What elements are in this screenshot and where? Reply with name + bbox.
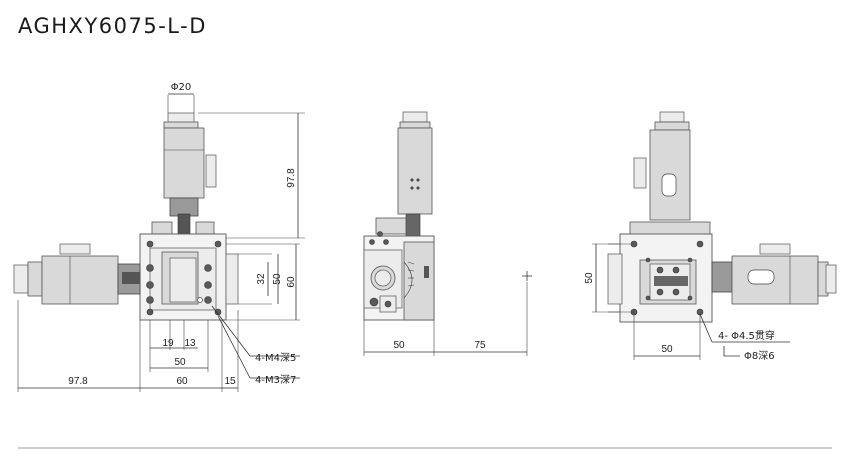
motor-coupler: [169, 197, 199, 217]
top-motor: [163, 127, 205, 199]
right-dim-50h: 50: [661, 344, 673, 355]
top-right-view: 50 50 4- Φ4.5贯穿 Φ8深6: [584, 111, 837, 362]
drawing-title: AGHXY6075-L-D: [18, 14, 207, 38]
side-knob: [13, 264, 29, 294]
callout-counterbore: Φ8深6: [744, 350, 775, 362]
dim-32: 32: [256, 273, 267, 285]
dim-97-8-left: 97.8: [68, 376, 88, 387]
dim-13: 13: [184, 338, 196, 349]
callout-m4: 4-M4深5: [255, 352, 296, 364]
right-dim-50v: 50: [584, 272, 595, 284]
right-holes: [630, 240, 704, 316]
dim-50h: 50: [174, 357, 186, 368]
dim-19: 19: [162, 338, 174, 349]
dim-60v: 60: [286, 276, 297, 288]
knob-collar: [163, 121, 199, 129]
callout-hole-through: 4- Φ4.5贯穿: [718, 329, 775, 342]
dim-15: 15: [224, 376, 236, 387]
side-dim-50: 50: [393, 340, 405, 351]
top-knob: [167, 112, 195, 124]
dim-height: 97.8: [286, 168, 297, 188]
side-top-motor: [397, 127, 433, 215]
front-view: 97.8 32 50 60 Φ20 19 13 50 97.8: [13, 82, 305, 392]
motor-connector: [205, 154, 217, 188]
dim-60h: 60: [176, 376, 188, 387]
dim-50v: 50: [272, 273, 283, 285]
side-dim-75: 75: [474, 340, 486, 351]
dim-knob-dia: Φ20: [171, 82, 192, 93]
callout-m3: 4-M3深7: [255, 374, 296, 386]
mounting-holes: [146, 240, 222, 316]
right-side-motor: [731, 255, 819, 305]
side-motor: [41, 255, 119, 305]
side-view: 50 75: [363, 111, 532, 356]
